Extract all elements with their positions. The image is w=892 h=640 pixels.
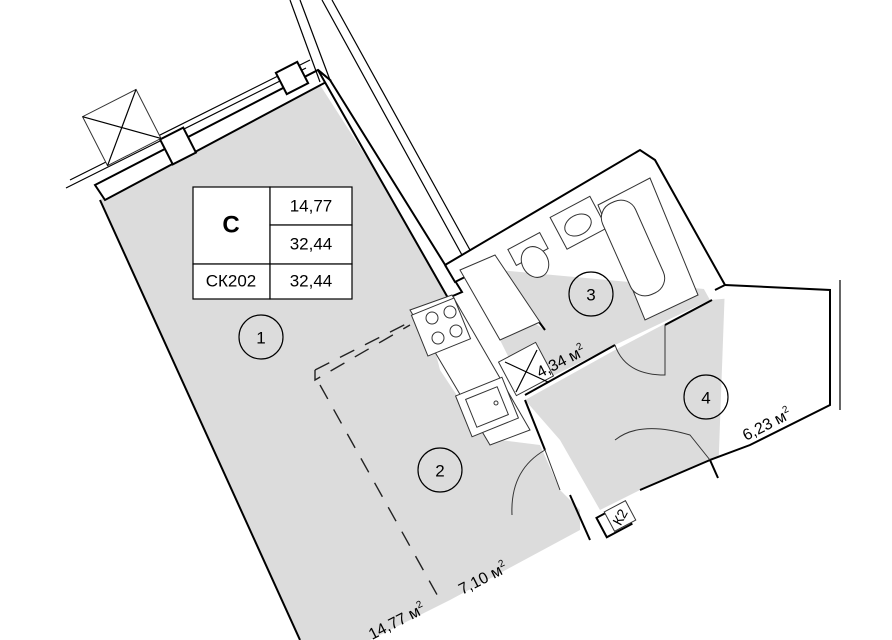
room-3-unit-power: 2 <box>575 341 585 354</box>
living-area-value: 14,77 <box>290 197 333 216</box>
total-area-value: 32,44 <box>290 235 333 254</box>
zone-divider-line-2 <box>319 384 441 601</box>
room-3-marker: 3 <box>568 271 614 317</box>
partition-2-4 <box>524 399 546 451</box>
door-swing-bathroom <box>614 325 666 376</box>
room-2-unit-power: 2 <box>497 558 507 571</box>
exterior-wall-outline-2 <box>289 0 321 83</box>
kitchen-sink-icon <box>454 376 520 438</box>
unit-type: С <box>222 212 239 239</box>
window-frame <box>158 126 198 166</box>
exterior-wall-outline-3 <box>321 0 463 256</box>
total-area-value-2: 32,44 <box>290 272 333 291</box>
exterior-wall-outline-4 <box>331 0 471 251</box>
room-4-unit-power: 2 <box>781 404 791 417</box>
room-2-number: 2 <box>435 462 444 481</box>
room-1-number: 1 <box>256 329 265 348</box>
shaft-k2: К2 <box>595 499 637 539</box>
shaft-label: К2 <box>609 506 631 528</box>
unit-code: СК202 <box>206 272 257 291</box>
exterior-wall-outline <box>299 0 331 81</box>
stove-icon <box>410 297 472 357</box>
shower-tray-icon <box>497 341 555 397</box>
balcony-unit <box>81 88 162 167</box>
washing-machine-icon <box>459 254 541 341</box>
hall-wall-right <box>708 284 831 479</box>
door-swing-hall <box>614 428 711 461</box>
room-4-marker: 4 <box>683 374 729 420</box>
door-swing-kitchen <box>511 449 561 516</box>
room-3-number: 3 <box>586 286 595 305</box>
unit-info-table: С 14,77 32,44 СК202 32,44 <box>192 186 353 300</box>
window-frame-2 <box>274 60 310 96</box>
bathroom-wall-bottom <box>524 344 616 396</box>
hall-wall-bottom <box>639 459 711 491</box>
exterior-wall-right <box>317 69 464 300</box>
bathroom-wall-right <box>664 299 713 326</box>
facade-line-2 <box>65 67 307 189</box>
room-4-number: 4 <box>701 389 710 408</box>
left-wall <box>99 199 301 640</box>
zone-divider <box>314 324 411 382</box>
partition-lower <box>569 494 591 541</box>
room-2-marker: 2 <box>417 447 463 493</box>
bathtub-icon <box>597 177 699 321</box>
washbasin-icon <box>549 195 608 250</box>
room-1-marker: 1 <box>238 314 284 360</box>
room-1-unit-power: 2 <box>415 599 425 612</box>
zone-divider-line <box>314 321 411 371</box>
toilet-icon <box>507 231 550 278</box>
